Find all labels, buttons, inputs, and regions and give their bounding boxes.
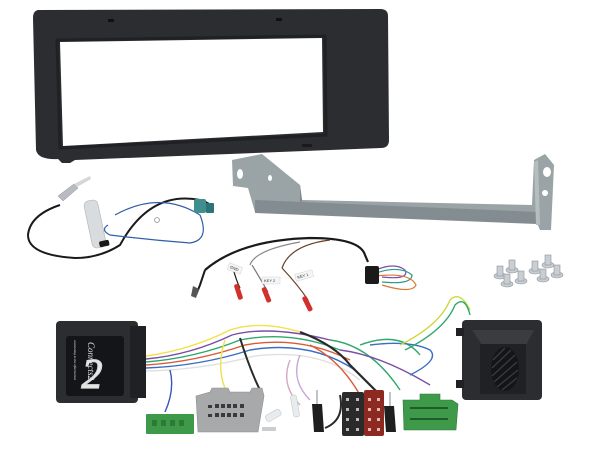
iso-connector-red (364, 390, 384, 436)
speaker-box (456, 320, 542, 400)
patch-lead: GND KEY 2 KEY 1 (191, 236, 417, 312)
jack-plug-left (312, 390, 324, 432)
svg-text:KEY 2: KEY 2 (264, 278, 276, 283)
tag-gnd: GND (226, 262, 243, 275)
spade-terminals (262, 394, 300, 431)
iso-connector-black (342, 392, 364, 436)
interface-box: 2 Connects2 connecting to the aftermarke… (56, 321, 146, 403)
connector-grey (195, 387, 265, 433)
svg-text:GND: GND (229, 264, 239, 272)
fascia-panel (33, 9, 389, 163)
brand-numeral: 2 (82, 352, 103, 398)
tag-key-2: KEY 2 (261, 276, 281, 285)
jack-plug-right (384, 392, 396, 432)
connector-green-large (402, 393, 459, 431)
mounting-bracket (232, 154, 554, 230)
connector-green-small (146, 414, 194, 434)
screws (493, 254, 564, 288)
connectors (146, 387, 459, 436)
antenna-adapter (26, 176, 214, 260)
wiring-harness (145, 296, 471, 429)
svg-text:KEY 1: KEY 1 (297, 272, 310, 280)
brand-tagline: connecting to the aftermarket (73, 340, 77, 381)
brand-name: Connects2 (86, 342, 96, 380)
tag-key-1: KEY 1 (294, 269, 314, 282)
